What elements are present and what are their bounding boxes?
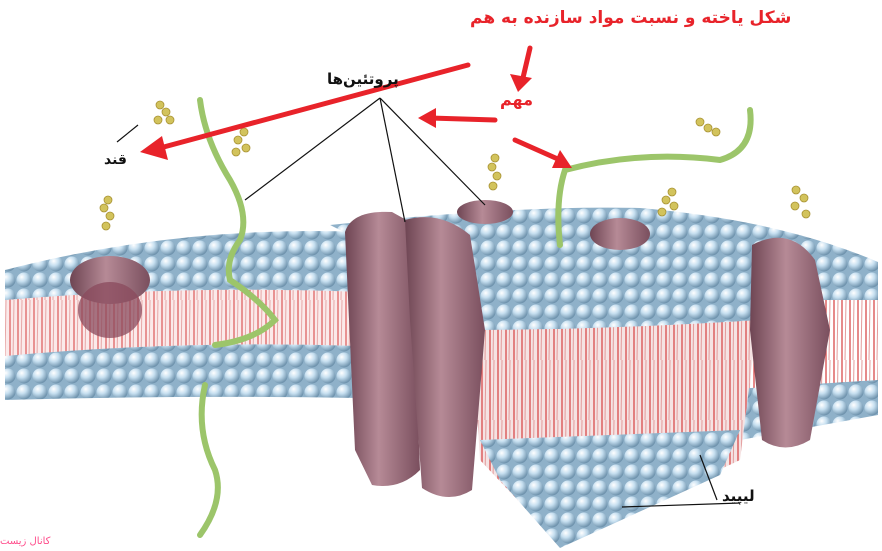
channel-protein (345, 212, 485, 497)
left-membrane (5, 231, 360, 400)
diagram-title: شکل یاخته و نسبت مواد سازنده به هم (470, 8, 791, 28)
channel-credit: کانال زیست (0, 536, 50, 547)
sugar-label: قند (104, 152, 127, 168)
membrane-cross-section (470, 269, 760, 548)
important-label: مهم (500, 90, 533, 109)
lipid-label: لیپید (722, 487, 755, 505)
proteins-label: پروتئین‌ها (327, 70, 399, 88)
